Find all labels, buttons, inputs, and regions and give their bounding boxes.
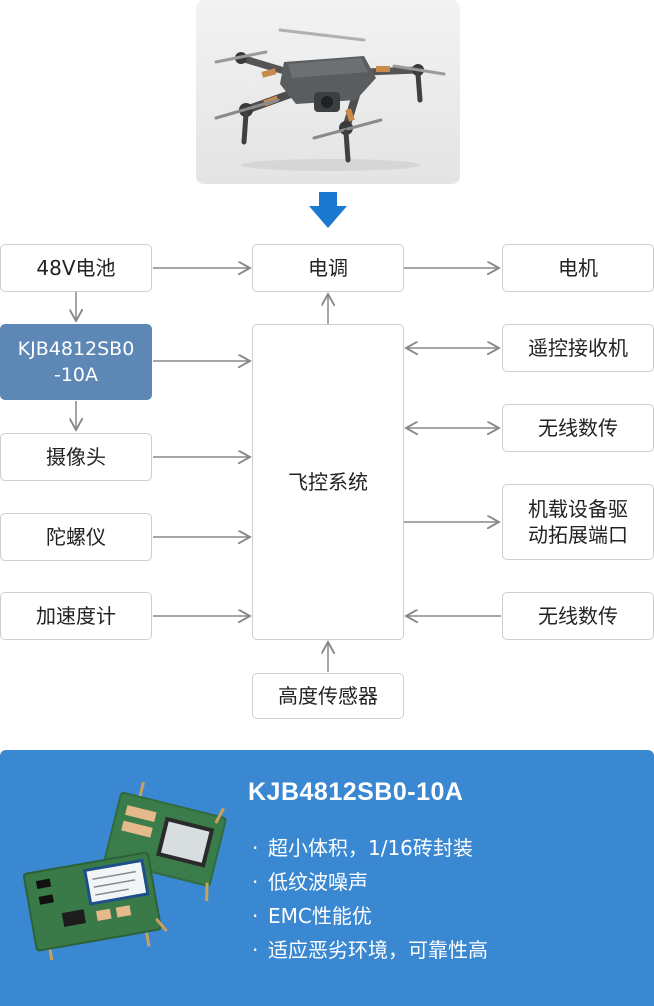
node-module-label-line1: KJB4812SB0 — [17, 338, 135, 360]
node-altimeter-label: 高度传感器 — [278, 684, 378, 708]
feature-item: · 低纹波噪声 — [252, 865, 488, 899]
feature-item: · 超小体积，1/16砖封装 — [252, 831, 488, 865]
node-camera: 摄像头 — [0, 433, 152, 481]
node-ext-port-label-line1: 机载设备驱 — [528, 497, 628, 521]
node-accel: 加速度计 — [0, 592, 152, 640]
product-title: KJB4812SB0-10A — [248, 778, 464, 806]
node-radio-1: 无线数传 — [502, 404, 654, 452]
drone-photo — [196, 0, 460, 184]
feature-list: · 超小体积，1/16砖封装 · 低纹波噪声 · EMC性能优 · 适应恶劣环境，可靠性… — [252, 831, 488, 967]
bullet-glyph: · — [252, 938, 259, 962]
node-module-label-line2: -10A — [53, 364, 99, 386]
node-camera-label: 摄像头 — [46, 445, 106, 469]
node-radio-2-label: 无线数传 — [538, 604, 618, 628]
node-esc-label: 电调 — [308, 256, 348, 280]
node-flight-controller: 飞控系统 — [252, 324, 404, 640]
node-battery-label: 48V电池 — [36, 256, 116, 280]
node-altimeter: 高度传感器 — [252, 673, 404, 719]
node-gyro-label: 陀螺仪 — [46, 525, 106, 549]
feature-text: 超小体积，1/16砖封装 — [268, 836, 473, 860]
drone-illustration — [214, 28, 446, 171]
node-module: KJB4812SB0 -10A — [0, 324, 152, 400]
node-motor-label: 电机 — [558, 256, 598, 280]
feature-text: 适应恶劣环境，可靠性高 — [268, 938, 488, 962]
node-accel-label: 加速度计 — [36, 604, 116, 628]
node-gyro: 陀螺仪 — [0, 513, 152, 561]
down-arrow-icon — [309, 192, 347, 228]
node-radio-1-label: 无线数传 — [538, 416, 618, 440]
node-rc-receiver-label: 遥控接收机 — [528, 336, 628, 360]
connector-lines — [0, 0, 501, 672]
node-flight-controller-label: 飞控系统 — [288, 470, 368, 494]
node-radio-2: 无线数传 — [502, 592, 654, 640]
feature-item: · EMC性能优 — [252, 899, 488, 933]
bullet-glyph: · — [252, 904, 259, 928]
bullet-glyph: · — [252, 836, 259, 860]
feature-text: 低纹波噪声 — [268, 870, 368, 894]
dc-dc-module-photo — [22, 781, 227, 960]
node-motor: 电机 — [502, 244, 654, 292]
node-ext-port: 机载设备驱 动拓展端口 — [502, 484, 654, 560]
node-battery: 48V电池 — [0, 244, 152, 292]
bullet-glyph: · — [252, 870, 259, 894]
node-ext-port-label-line2: 动拓展端口 — [528, 523, 628, 547]
node-esc: 电调 — [252, 244, 404, 292]
feature-text: EMC性能优 — [268, 904, 372, 928]
feature-item: · 适应恶劣环境，可靠性高 — [252, 933, 488, 967]
node-rc-receiver: 遥控接收机 — [502, 324, 654, 372]
